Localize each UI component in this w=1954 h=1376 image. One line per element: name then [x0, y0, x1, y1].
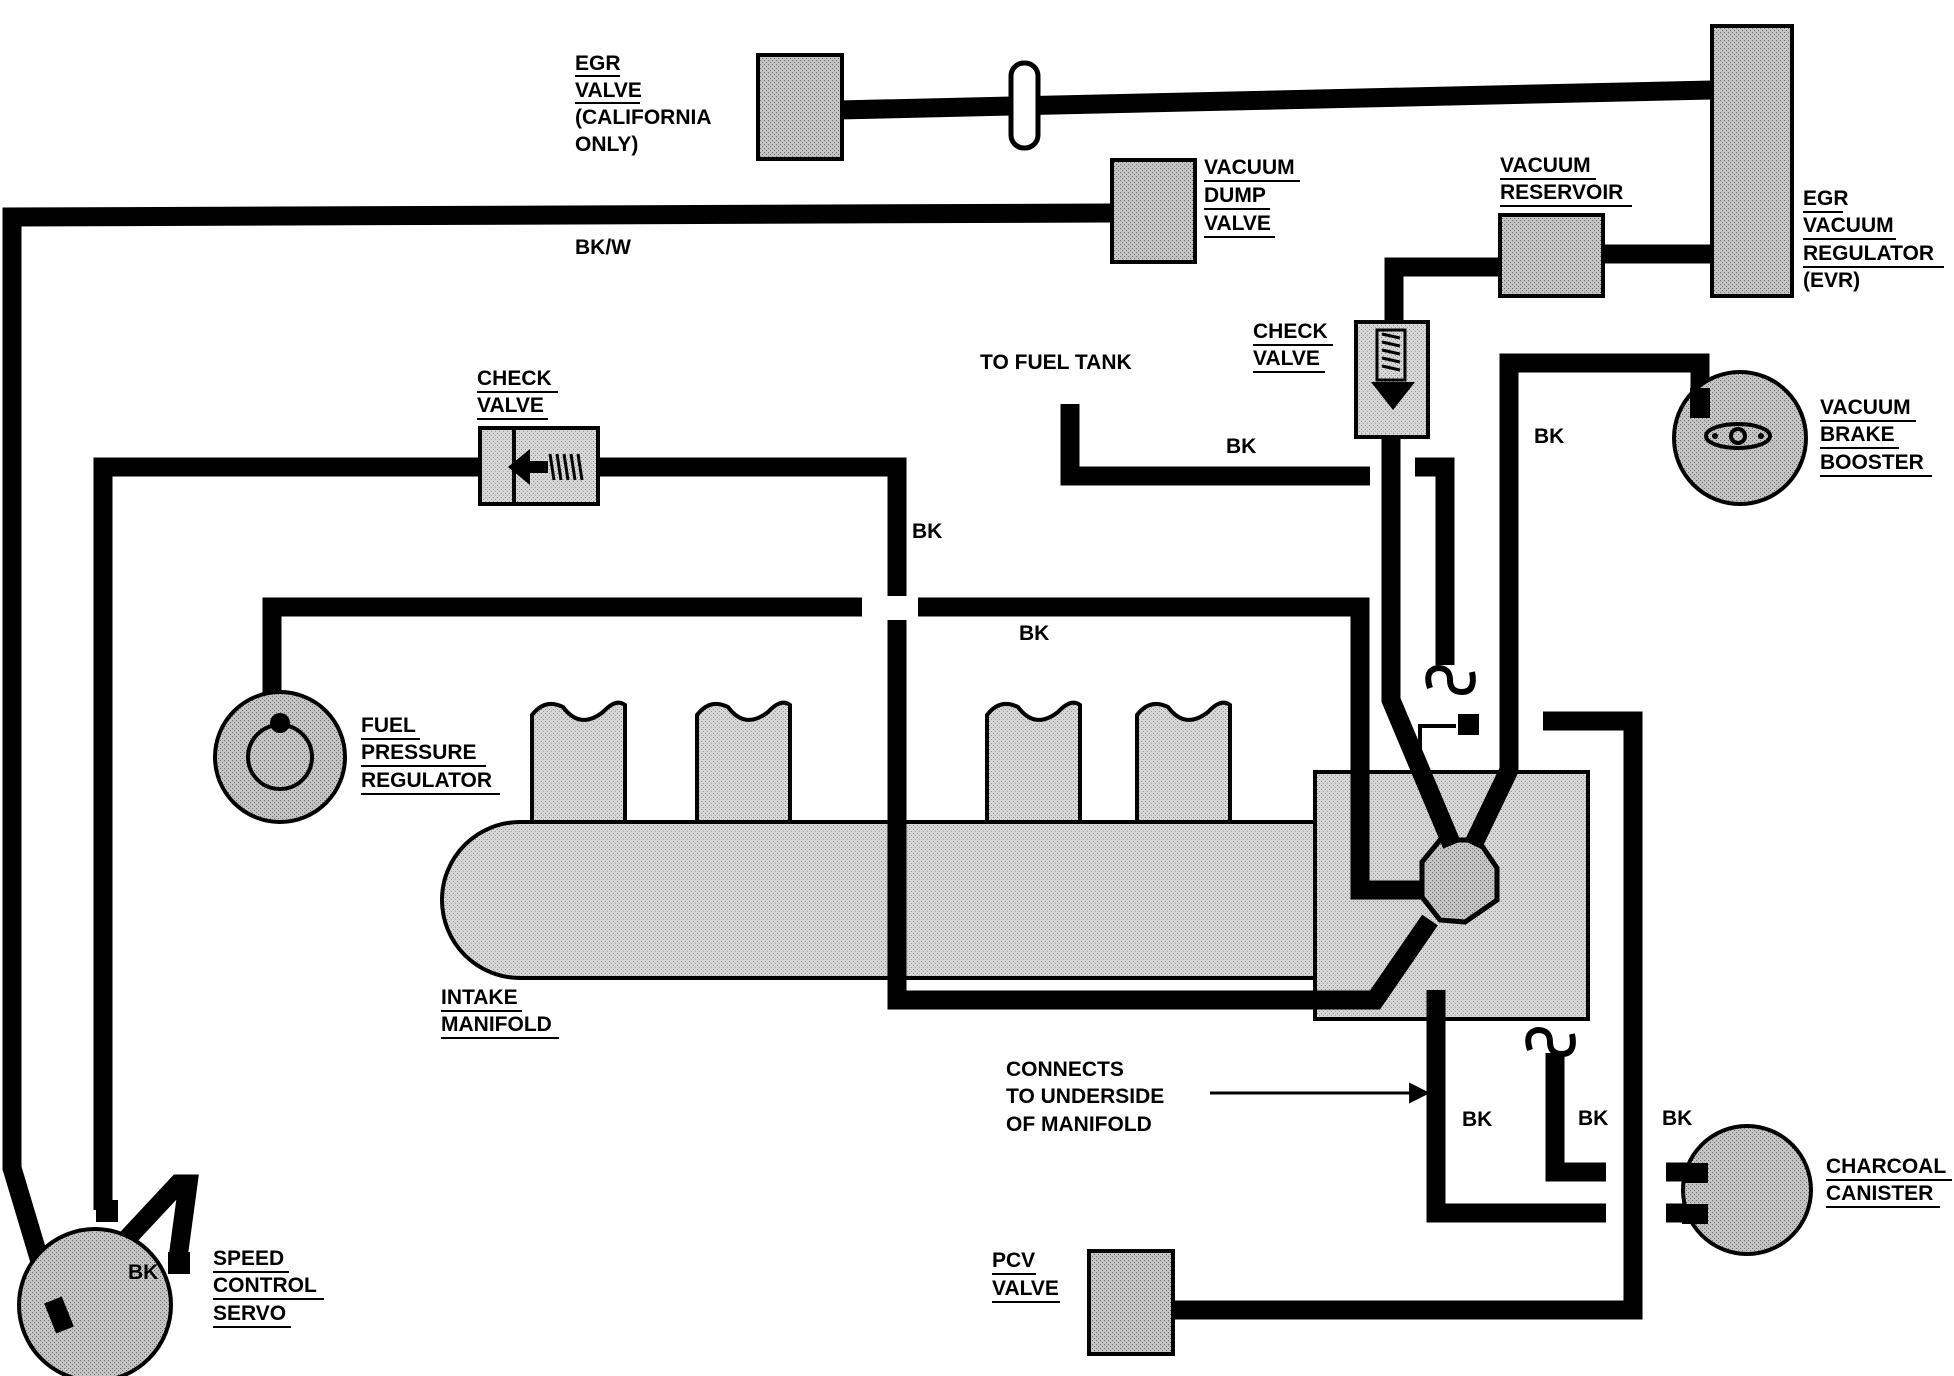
hose-canister-line-1: [1545, 1053, 1606, 1182]
hose-check-valve-to-tree: [1381, 437, 1461, 849]
svg-text:SPEED: SPEED: [213, 1247, 284, 1270]
hose-label-fuel-tank: BK: [1226, 435, 1256, 458]
hose-label-fuel-regulator: BK: [1019, 622, 1049, 645]
hose-reservoir-to-check-valve: [1384, 257, 1506, 322]
check-valve-left: [478, 426, 600, 506]
label-check-valve-left: CHECK VALVE: [477, 367, 558, 420]
hose-loop-upper: [1425, 664, 1476, 696]
label-egr-valve: EGR VALVE (CALIFORNIA ONLY): [575, 52, 711, 156]
hose-left-check-valve-to-manifold: [600, 457, 1438, 1010]
hose-loop-lower: [1525, 1026, 1576, 1058]
label-egr-vacuum-regulator: EGR VACUUM REGULATOR (EVR): [1803, 187, 1944, 292]
egr-vacuum-regulator-body: [1710, 24, 1794, 298]
svg-text:OF MANIFOLD: OF MANIFOLD: [1006, 1113, 1152, 1136]
label-check-valve-right: CHECK VALVE: [1253, 320, 1333, 373]
svg-text:(EVR): (EVR): [1803, 269, 1860, 292]
svg-text:DUMP: DUMP: [1204, 184, 1266, 207]
fuel-pressure-regulator: [213, 690, 347, 824]
hose-dump-to-servo: [2, 203, 1113, 1308]
hose-left-check-valve-to-servo: [93, 457, 482, 1210]
pcv-valve-body: [1087, 1249, 1175, 1356]
svg-text:VALVE: VALVE: [575, 79, 642, 102]
hose-brake-booster-to-tree: [1464, 353, 1710, 850]
flow-arrow-icon: [508, 449, 530, 485]
vacuum-dump-valve-body: [1110, 158, 1197, 264]
svg-text:CHECK: CHECK: [477, 367, 552, 390]
manifold-plenum: [440, 820, 1322, 980]
svg-text:FUEL: FUEL: [361, 714, 416, 737]
svg-text:CHARCOAL: CHARCOAL: [1826, 1155, 1946, 1178]
charcoal-canister: [1681, 1124, 1813, 1256]
svg-text:VACUUM: VACUUM: [1820, 396, 1911, 419]
flow-arrow-icon: [1371, 382, 1415, 410]
svg-text:BRAKE: BRAKE: [1820, 423, 1895, 446]
svg-text:SERVO: SERVO: [213, 1302, 286, 1325]
svg-text:REGULATOR: REGULATOR: [361, 769, 492, 792]
label-vacuum-dump-valve: VACUUM DUMP VALVE: [1204, 156, 1300, 238]
svg-text:VALVE: VALVE: [1204, 212, 1271, 235]
egr-valve-body: [756, 53, 844, 161]
svg-text:VACUUM: VACUUM: [1500, 154, 1591, 177]
label-charcoal-canister: CHARCOAL CANISTER: [1826, 1155, 1952, 1208]
hose-connector-egr: [1008, 60, 1041, 151]
svg-text:EGR: EGR: [1803, 187, 1849, 210]
hose-gap-break: [862, 596, 918, 620]
svg-text:CONNECTS: CONNECTS: [1006, 1058, 1124, 1081]
label-vacuum-brake-booster: VACUUM BRAKE BOOSTER: [1820, 396, 1932, 477]
hose-canister-line-2: [1173, 711, 1643, 1320]
check-valve-right: [1354, 320, 1430, 439]
svg-text:VACUUM: VACUUM: [1803, 214, 1894, 237]
hose-label-underside: BK: [1462, 1108, 1492, 1131]
hose-fuel-tank-line: [1060, 404, 1370, 486]
svg-text:RESERVOIR: RESERVOIR: [1500, 181, 1623, 204]
hose-label-brake-booster: BK: [1534, 425, 1564, 448]
vacuum-tap-port: [1458, 714, 1479, 735]
svg-text:PRESSURE: PRESSURE: [361, 741, 477, 764]
hose-label-bkw: BK/W: [575, 236, 631, 259]
speed-control-servo: [17, 1200, 190, 1376]
hose-label-check-to-manifold: BK: [912, 520, 942, 543]
svg-text:CANISTER: CANISTER: [1826, 1182, 1933, 1205]
hose-manifold-to-tree: [1350, 618, 1422, 900]
svg-text:VALVE: VALVE: [992, 1277, 1059, 1300]
vacuum-brake-booster: [1672, 370, 1808, 506]
label-vacuum-reservoir: VACUUM RESERVOIR: [1500, 154, 1632, 207]
hose-check-valve-to-regulator: [262, 597, 1370, 730]
hose-egr-to-evr: [837, 60, 1713, 151]
hose-throttle-vacuum-tap: [1418, 724, 1456, 765]
svg-text:VALVE: VALVE: [1253, 347, 1320, 370]
hose-fuel-tank-stub: [1415, 457, 1455, 665]
svg-text:CHECK: CHECK: [1253, 320, 1328, 343]
svg-text:ONLY): ONLY): [575, 133, 638, 156]
vacuum-tree-fitting: [1419, 837, 1500, 925]
svg-text:REGULATOR: REGULATOR: [1803, 242, 1934, 265]
hose-label-canister-1: BK: [1578, 1107, 1608, 1130]
svg-text:TO UNDERSIDE: TO UNDERSIDE: [1006, 1085, 1164, 1108]
vacuum-reservoir-body: [1498, 213, 1605, 298]
label-connects-note: CONNECTS TO UNDERSIDE OF MANIFOLD: [1006, 1058, 1164, 1136]
label-intake-manifold: INTAKE MANIFOLD: [441, 986, 559, 1039]
svg-text:PCV: PCV: [992, 1249, 1035, 1272]
manifold-runners: [530, 700, 1232, 827]
booster-diaphragm-icon: [1704, 422, 1772, 450]
svg-text:VACUUM: VACUUM: [1204, 156, 1295, 179]
label-pcv-valve: PCV VALVE: [992, 1249, 1060, 1303]
hose-label-canister-2: BK: [1662, 1107, 1692, 1130]
svg-text:VALVE: VALVE: [477, 394, 544, 417]
hose-label-servo: BK: [128, 1261, 158, 1284]
svg-text:EGR: EGR: [575, 52, 621, 75]
hose-underside-line: [1426, 990, 1606, 1223]
svg-text:(CALIFORNIA: (CALIFORNIA: [575, 106, 711, 129]
label-speed-control-servo: SPEED CONTROL SERVO: [213, 1247, 324, 1328]
label-fuel-pressure-regulator: FUEL PRESSURE REGULATOR: [361, 714, 500, 795]
svg-text:MANIFOLD: MANIFOLD: [441, 1013, 552, 1036]
svg-text:CONTROL: CONTROL: [213, 1274, 317, 1297]
label-to-fuel-tank: TO FUEL TANK: [980, 351, 1132, 374]
svg-text:INTAKE: INTAKE: [441, 986, 518, 1009]
svg-text:BOOSTER: BOOSTER: [1820, 451, 1924, 474]
